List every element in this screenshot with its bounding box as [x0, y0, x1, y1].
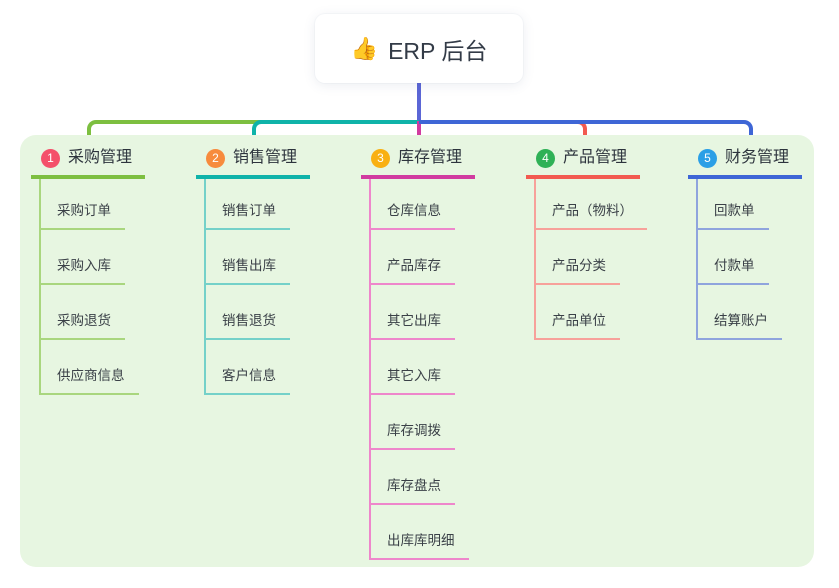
badge-4: 4: [536, 148, 555, 168]
node-sales-order[interactable]: 销售订单: [206, 179, 290, 230]
node-payment-doc[interactable]: 付款单: [698, 230, 782, 285]
topic-label: 采购管理: [68, 149, 133, 166]
branch-finance: 5 财务管理 回款单 付款单 结算账户: [688, 135, 838, 340]
children-inventory: 仓库信息 产品库存 其它出库 其它入库 库存调拨 库存盘点 出库库明细: [369, 179, 469, 560]
node-product-category[interactable]: 产品分类: [536, 230, 647, 285]
children-product: 产品（物料） 产品分类 产品单位: [534, 179, 647, 340]
node-other-outbound[interactable]: 其它出库: [371, 285, 469, 340]
node-receipt-doc[interactable]: 回款单: [698, 179, 782, 230]
badge-1: 1: [41, 148, 60, 168]
root-node-erp[interactable]: 👍 ERP 后台: [315, 14, 523, 83]
badge-2: 2: [206, 148, 225, 168]
branches-background-card: [20, 135, 814, 567]
branch-product: 4 产品管理 产品（物料） 产品分类 产品单位: [526, 135, 676, 340]
branch-inventory: 3 库存管理 仓库信息 产品库存 其它出库 其它入库 库存调拨 库存盘点 出库库…: [361, 135, 511, 560]
topic-purchase[interactable]: 1 采购管理: [31, 135, 145, 179]
topic-sales[interactable]: 2 销售管理: [196, 135, 310, 179]
node-other-inbound[interactable]: 其它入库: [371, 340, 469, 395]
badge-5: 5: [698, 148, 717, 168]
topic-product[interactable]: 4 产品管理: [526, 135, 640, 179]
topic-label: 库存管理: [398, 149, 463, 166]
topic-inventory[interactable]: 3 库存管理: [361, 135, 475, 179]
node-stock-transfer[interactable]: 库存调拨: [371, 395, 469, 450]
node-supplier-info[interactable]: 供应商信息: [41, 340, 139, 395]
children-purchase: 采购订单 采购入库 采购退货 供应商信息: [39, 179, 139, 395]
thumbs-up-icon: 👍: [350, 35, 379, 61]
badge-3: 3: [371, 148, 390, 168]
connector-root: [417, 83, 421, 124]
node-settlement-account[interactable]: 结算账户: [698, 285, 782, 340]
node-sales-return[interactable]: 销售退货: [206, 285, 290, 340]
node-purchase-order[interactable]: 采购订单: [41, 179, 139, 230]
topic-label: 销售管理: [233, 149, 298, 166]
node-purchase-inbound[interactable]: 采购入库: [41, 230, 139, 285]
node-product-stock[interactable]: 产品库存: [371, 230, 469, 285]
branch-sales: 2 销售管理 销售订单 销售出库 销售退货 客户信息: [196, 135, 346, 395]
children-finance: 回款单 付款单 结算账户: [696, 179, 782, 340]
node-warehouse-info[interactable]: 仓库信息: [371, 179, 469, 230]
node-product-unit[interactable]: 产品单位: [536, 285, 647, 340]
node-customer-info[interactable]: 客户信息: [206, 340, 290, 395]
node-product-material[interactable]: 产品（物料）: [536, 179, 647, 230]
topic-finance[interactable]: 5 财务管理: [688, 135, 802, 179]
root-node-label: ERP 后台: [388, 37, 488, 64]
topic-label: 产品管理: [563, 149, 628, 166]
topic-label: 财务管理: [725, 149, 790, 166]
node-stock-count[interactable]: 库存盘点: [371, 450, 469, 505]
node-sales-outbound[interactable]: 销售出库: [206, 230, 290, 285]
branch-purchase: 1 采购管理 采购订单 采购入库 采购退货 供应商信息: [31, 135, 181, 395]
children-sales: 销售订单 销售出库 销售退货 客户信息: [204, 179, 290, 395]
node-outbound-detail[interactable]: 出库库明细: [371, 505, 469, 560]
node-purchase-return[interactable]: 采购退货: [41, 285, 139, 340]
